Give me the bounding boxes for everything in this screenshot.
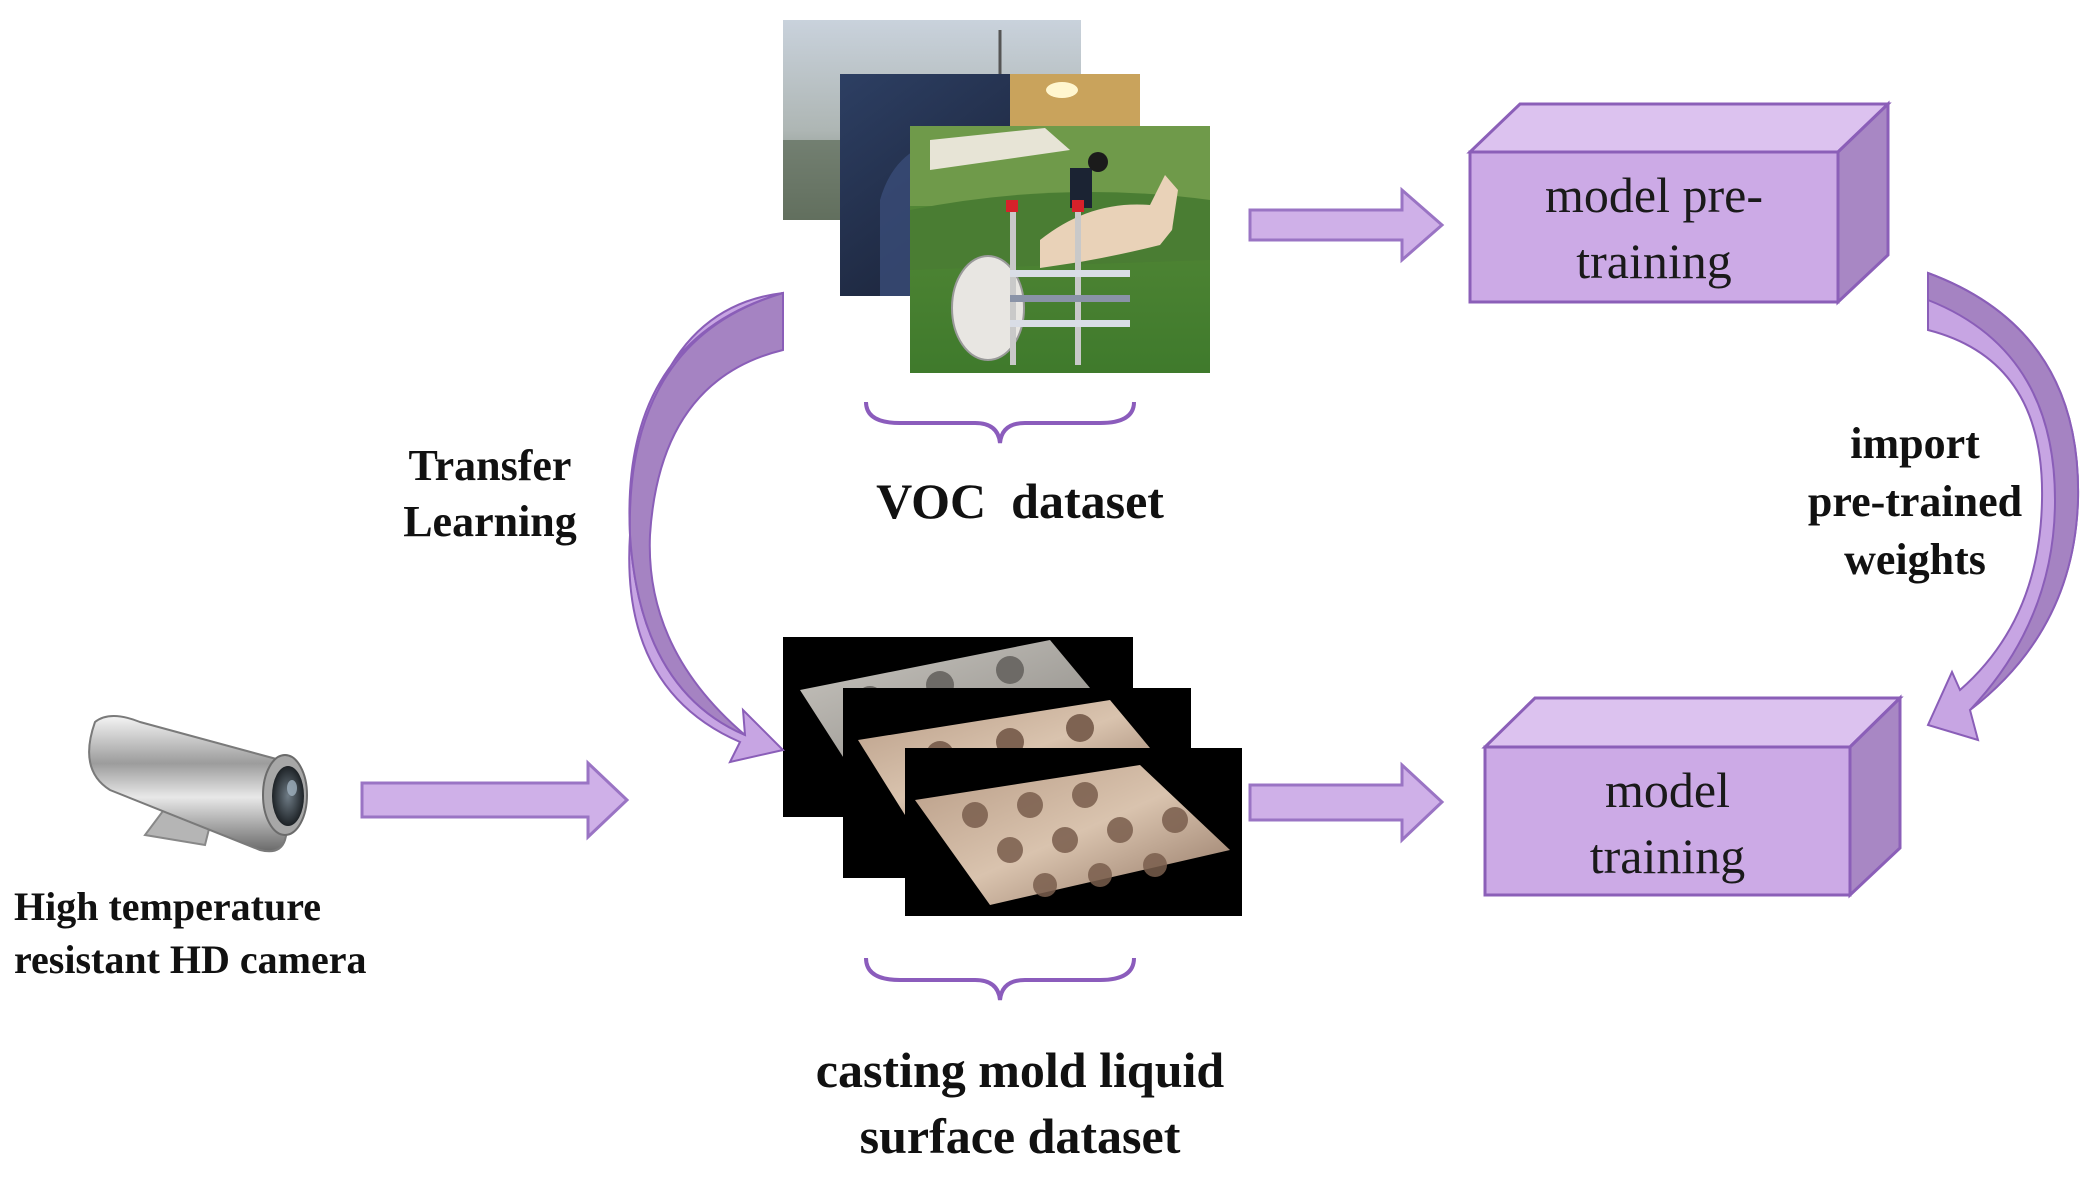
import-weights-label: import pre-trained weights: [1780, 415, 2050, 589]
import-weights-curve-arrow: [1926, 271, 2080, 742]
model-training-label: model training: [1485, 757, 1850, 889]
box-model-pretraining: [1466, 100, 1892, 306]
voc-brace: [864, 401, 1136, 444]
camera-label-line-2: resistant HD camera: [14, 937, 367, 982]
casting-dataset-line-2: surface dataset: [859, 1108, 1181, 1164]
arrow-camera-to-dataset: [360, 759, 630, 841]
casting-dataset-label: casting mold liquid surface dataset: [720, 1037, 1320, 1169]
camera-label-line-1: High temperature: [14, 884, 321, 929]
import-weights-line-1: import: [1850, 419, 1980, 468]
model-pretraining-line-1: model pre-: [1545, 167, 1763, 223]
transfer-learning-line-2: Learning: [403, 497, 577, 546]
transfer-learning-label: Transfer Learning: [380, 438, 600, 550]
mold-surface-stack-icon: [783, 637, 1242, 916]
model-training-line-1: model: [1605, 762, 1730, 818]
import-weights-line-2: pre-trained: [1807, 477, 2023, 526]
model-pretraining-line-2: training: [1576, 233, 1732, 289]
transfer-learning-line-1: Transfer: [408, 441, 572, 490]
import-weights-line-3: weights: [1844, 535, 1986, 584]
voc-dataset-label: VOC dataset: [876, 473, 1164, 529]
camera-icon: [88, 715, 308, 853]
model-pretraining-label: model pre- training: [1470, 162, 1838, 294]
transfer-learning-curve-arrow: [628, 291, 785, 764]
arrow-voc-to-pretraining: [1248, 186, 1445, 264]
camera-label: High temperature resistant HD camera: [14, 880, 434, 986]
box-model-training: [1481, 694, 1904, 899]
casting-brace: [864, 957, 1136, 1001]
photo-stack-icon: [783, 20, 1210, 373]
casting-dataset-line-1: casting mold liquid: [815, 1042, 1225, 1098]
arrow-dataset-to-training: [1248, 761, 1445, 844]
model-training-line-2: training: [1589, 828, 1746, 884]
